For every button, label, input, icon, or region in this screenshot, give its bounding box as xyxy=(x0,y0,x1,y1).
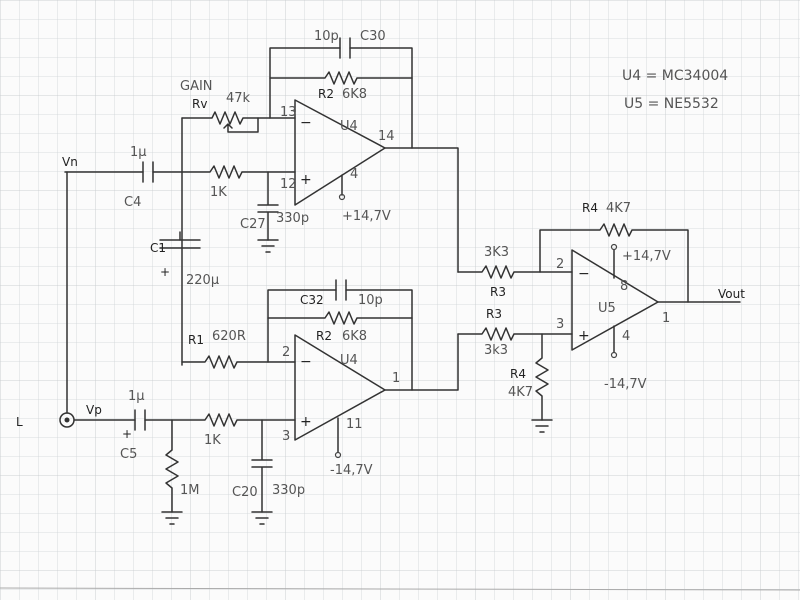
svg-text:−: − xyxy=(578,266,590,282)
differential-stage: R4 4K7 3K3 R3 R3 3k3 R4 4K7 − + U5 2 3 8… xyxy=(457,201,745,433)
node-vp: Vp xyxy=(86,403,102,417)
r3-bottom-name: R3 xyxy=(486,307,502,321)
c4-value: 1µ xyxy=(130,145,147,160)
vn-input-wire xyxy=(64,165,296,179)
r2-bottom-name: R2 xyxy=(316,329,332,343)
u5-pin3: 3 xyxy=(556,317,564,332)
r2-bottom-symbol xyxy=(267,311,413,325)
c5-value: 1µ xyxy=(128,389,145,404)
c27-ground-icon xyxy=(257,239,279,253)
r-shunt-value: 1M xyxy=(180,483,200,498)
u5-pin1: 1 xyxy=(662,311,670,326)
r4-bottom-value: 4K7 xyxy=(508,385,533,400)
c1-value: 220µ xyxy=(186,273,219,288)
r-in-top-value: 1K xyxy=(210,185,227,200)
c20-value: 330p xyxy=(272,483,305,498)
c32-value: 10p xyxy=(358,293,383,308)
u4-bottom-supply: -14,7V xyxy=(330,463,373,478)
gain-label: GAIN xyxy=(180,79,213,94)
r1-symbol xyxy=(181,355,296,369)
c4-name: C4 xyxy=(124,195,141,210)
u4-top-supply: +14,7V xyxy=(342,209,391,224)
c30-symbol xyxy=(339,37,351,59)
rv-symbol xyxy=(181,111,296,125)
u4-bottom-pin11: 11 xyxy=(346,417,363,432)
r2-top-symbol xyxy=(269,71,413,85)
c32-symbol xyxy=(335,279,347,301)
r3-top-value: 3K3 xyxy=(484,245,509,260)
r3-bottom-value: 3k3 xyxy=(484,343,508,358)
c1-name: C1 xyxy=(150,241,166,255)
u4-bottom-opamp xyxy=(294,334,386,441)
c32-name: C32 xyxy=(300,293,324,307)
u4-bottom-pin3: 3 xyxy=(282,429,290,444)
u5-pin8: 8 xyxy=(620,279,628,294)
r3-bottom-symbol xyxy=(457,327,573,341)
input-connector-label: L xyxy=(16,415,23,429)
u5-pin2: 2 xyxy=(556,257,564,272)
u4-bottom-pin1: 1 xyxy=(392,371,400,386)
note-u4: U4 = MC34004 xyxy=(622,68,728,84)
r-in-bottom-value: 1K xyxy=(204,433,221,448)
u4-bottom-label: U4 xyxy=(340,353,358,368)
r1-value: 620R xyxy=(212,329,246,344)
svg-text:+: + xyxy=(578,328,590,344)
c4-symbol xyxy=(142,161,154,183)
r1-name: R1 xyxy=(188,333,204,347)
r2-top-name: R2 xyxy=(318,87,334,101)
c27-symbol xyxy=(257,171,279,241)
svg-text:+: + xyxy=(160,265,170,279)
c20-name: C20 xyxy=(232,485,258,500)
svg-text:+: + xyxy=(122,427,132,441)
r2-top-value: 6K8 xyxy=(342,87,367,102)
u4-top-pin14: 14 xyxy=(378,129,395,144)
c5-name: C5 xyxy=(120,447,137,462)
rv-wiper xyxy=(223,117,259,133)
r2-bottom-value: 6K8 xyxy=(342,329,367,344)
u4-top-pin4: 4 xyxy=(350,167,358,182)
r3-top-name: R3 xyxy=(490,285,506,299)
bottom-inverting-stage: C1 + 220µ C32 10p R2 6K8 R1 620R − + U4 … xyxy=(16,171,459,525)
rv-name: Rv xyxy=(192,97,207,111)
u4-bottom-pin2: 2 xyxy=(282,345,290,360)
u4-top-opamp xyxy=(294,99,386,206)
r4-ground-icon xyxy=(531,419,553,433)
c5-symbol xyxy=(134,409,146,431)
c27-value: 330p xyxy=(276,211,309,226)
c27-name: C27 xyxy=(240,217,266,232)
svg-text:−: − xyxy=(300,115,312,131)
u5-opamp xyxy=(571,249,659,351)
r4-top-value: 4K7 xyxy=(606,201,631,216)
svg-text:−: − xyxy=(300,354,312,370)
r4-top-name: R4 xyxy=(582,201,598,215)
u5-supply-pos: +14,7V xyxy=(622,249,671,264)
c30-name: C30 xyxy=(360,29,386,44)
u4-top-pin12: 12 xyxy=(280,177,297,192)
node-vn: Vn xyxy=(62,155,78,169)
u5-supply-neg: -14,7V xyxy=(604,377,647,392)
u4-top-label: U4 xyxy=(340,119,358,134)
r4-bottom-symbol xyxy=(535,333,549,421)
shunt-ground-icon xyxy=(161,511,183,525)
c30-value: 10p xyxy=(314,29,339,44)
node-vout: Vout xyxy=(718,287,745,301)
note-u5: U5 = NE5532 xyxy=(624,96,719,112)
u4-top-pin13: 13 xyxy=(280,105,297,120)
r3-top-symbol xyxy=(457,265,573,279)
svg-text:+: + xyxy=(300,172,312,188)
svg-text:+: + xyxy=(300,414,312,430)
u5-label: U5 xyxy=(598,301,616,316)
r4-top-symbol xyxy=(539,223,689,303)
rv-value: 47k xyxy=(226,91,251,106)
top-inverting-stage: 10p C30 R2 6K8 GAIN Rv 47k − + U4 13 12 … xyxy=(62,29,459,366)
r4-bottom-name: R4 xyxy=(510,367,526,381)
c20-ground-icon xyxy=(251,511,273,525)
u5-pin4: 4 xyxy=(622,329,630,344)
r-shunt-symbol xyxy=(165,419,179,513)
vp-input-wire xyxy=(73,413,296,427)
c20-symbol xyxy=(251,419,273,513)
